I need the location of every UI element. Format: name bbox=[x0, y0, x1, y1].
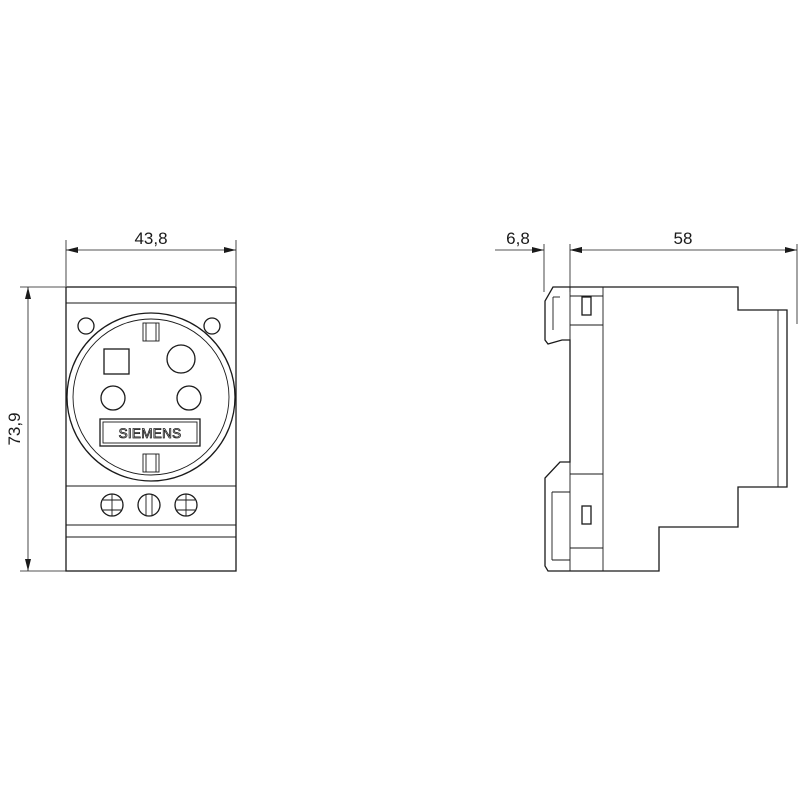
terminal-screw-middle bbox=[137, 493, 161, 517]
side-depth-label: 58 bbox=[674, 229, 693, 248]
side-view: 6,8 58 bbox=[495, 229, 798, 572]
side-depth-dimension: 58 bbox=[570, 229, 798, 324]
side-rail-label: 6,8 bbox=[506, 229, 530, 248]
terminal-screw-right bbox=[174, 493, 198, 517]
corner-hole-right bbox=[203, 317, 221, 335]
socket-hole-upper bbox=[166, 344, 196, 374]
side-profile-outline bbox=[544, 286, 788, 572]
front-housing-outline bbox=[65, 286, 237, 572]
latch-window-top bbox=[581, 296, 592, 316]
brand-plate bbox=[99, 418, 201, 447]
socket-insert: SIEMENS bbox=[66, 312, 236, 482]
front-width-label: 43,8 bbox=[134, 229, 167, 248]
terminal-screw-left bbox=[100, 493, 124, 517]
front-height-label: 73,9 bbox=[5, 412, 24, 445]
latch-window-bottom bbox=[581, 505, 592, 525]
pin-hole-left bbox=[100, 385, 126, 411]
brand-label: SIEMENS bbox=[119, 426, 182, 441]
corner-hole-left bbox=[77, 317, 95, 335]
side-rail-dimension: 6,8 bbox=[495, 229, 582, 292]
front-view: 43,8 73,9 bbox=[5, 229, 237, 572]
indicator-window bbox=[103, 348, 130, 375]
front-width-dimension: 43,8 bbox=[65, 229, 237, 286]
front-height-dimension: 73,9 bbox=[5, 286, 66, 572]
pin-hole-right bbox=[176, 385, 202, 411]
